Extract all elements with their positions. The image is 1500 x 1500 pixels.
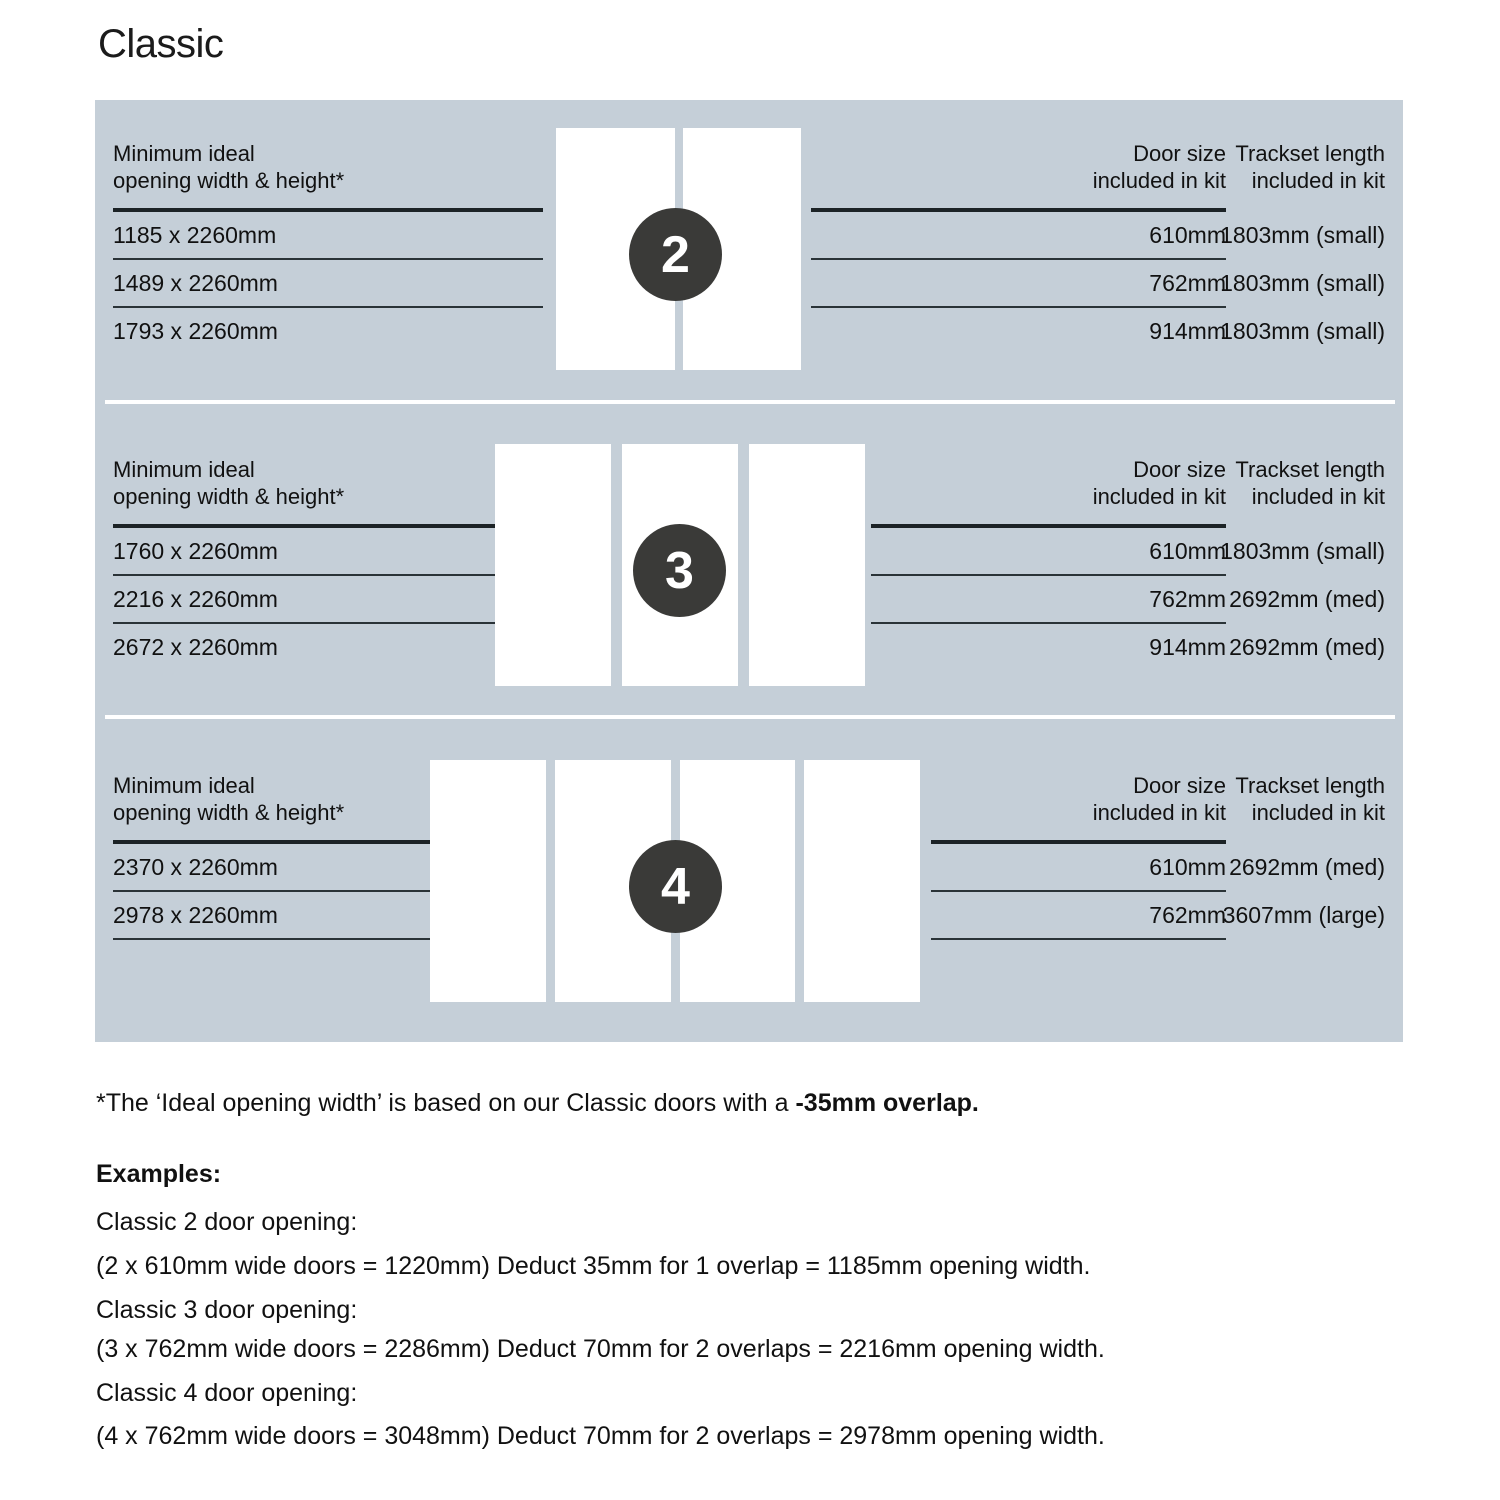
row-rule (113, 622, 498, 624)
cell-trackset: 1803mm (small) (1220, 222, 1385, 248)
cell-trackset: 1803mm (small) (1220, 538, 1385, 564)
door-panel (749, 444, 865, 686)
column-header-door-size: Door size included in kit (1092, 457, 1226, 509)
row-rule (811, 258, 1226, 260)
row-rule (113, 890, 433, 892)
cell-trackset: 2692mm (med) (1229, 854, 1385, 880)
door-count-badge-3: 3 (633, 524, 726, 617)
cell-opening: 2978 x 2260mm (113, 902, 278, 928)
page-title: Classic (98, 22, 224, 66)
cell-opening: 2672 x 2260mm (113, 634, 278, 660)
door-panel (495, 444, 611, 686)
specification-panel: Minimum ideal opening width & height* 11… (95, 100, 1403, 1042)
cell-trackset: 1803mm (small) (1220, 318, 1385, 344)
cell-trackset: 1803mm (small) (1220, 270, 1385, 296)
row-rule (931, 890, 1226, 892)
example-line: Classic 3 door opening: (96, 1296, 358, 1324)
opening-column-4: Minimum ideal opening width & height* 23… (113, 772, 433, 940)
row-rule (1185, 938, 1385, 940)
header-rule (871, 524, 1226, 528)
column-header-trackset: Trackset length included in kit (1235, 773, 1385, 825)
column-header-trackset: Trackset length included in kit (1235, 141, 1385, 193)
cell-opening: 1489 x 2260mm (113, 270, 278, 296)
example-line: Classic 2 door opening: (96, 1208, 358, 1236)
cell-opening: 2370 x 2260mm (113, 854, 278, 880)
cell-door-size: 610mm (1149, 854, 1226, 880)
row-rule (113, 306, 543, 308)
door-size-column-3: Door size included in kit 610mm 762mm 91… (871, 456, 1226, 670)
row-rule (113, 938, 433, 940)
header-rule (931, 840, 1226, 844)
section-3-door: Minimum ideal opening width & height* 17… (95, 416, 1403, 716)
row-rule (113, 258, 543, 260)
trackset-column-2: Trackset length included in kit 1803mm (… (1185, 140, 1385, 354)
header-rule (113, 208, 543, 212)
row-rule (113, 574, 498, 576)
example-line: (4 x 762mm wide doors = 3048mm) Deduct 7… (96, 1422, 1105, 1450)
cell-door-size: 762mm (1149, 902, 1226, 928)
overlap-footnote: *The ‘Ideal opening width’ is based on o… (96, 1088, 979, 1118)
row-rule (871, 622, 1226, 624)
section-divider (105, 715, 1395, 719)
door-size-column-4: Door size included in kit 610mm 762mm (931, 772, 1226, 940)
cell-opening: 1793 x 2260mm (113, 318, 278, 344)
row-rule (871, 574, 1226, 576)
cell-trackset: 2692mm (med) (1229, 586, 1385, 612)
example-line: Classic 4 door opening: (96, 1379, 358, 1407)
cell-door-size: 610mm (1149, 222, 1226, 248)
door-count-badge-4: 4 (629, 840, 722, 933)
column-header-door-size: Door size included in kit (1092, 141, 1226, 193)
cell-door-size: 914mm (1149, 634, 1226, 660)
header-rule (113, 524, 498, 528)
door-panel (804, 760, 920, 1002)
door-count-badge-2: 2 (629, 208, 722, 301)
cell-door-size: 914mm (1149, 318, 1226, 344)
footnote-emphasis: -35mm overlap. (795, 1089, 979, 1117)
cell-door-size: 762mm (1149, 270, 1226, 296)
cell-trackset: 2692mm (med) (1229, 634, 1385, 660)
cell-trackset: 3607mm (large) (1222, 902, 1385, 928)
trackset-column-4: Trackset length included in kit 2692mm (… (1185, 772, 1385, 940)
example-line: (2 x 610mm wide doors = 1220mm) Deduct 3… (96, 1252, 1091, 1280)
cell-opening: 1185 x 2260mm (113, 222, 277, 248)
section-4-door: Minimum ideal opening width & height* 23… (95, 732, 1403, 1032)
section-2-door: Minimum ideal opening width & height* 11… (95, 100, 1403, 400)
column-header-opening: Minimum ideal opening width & height* (113, 457, 345, 509)
row-rule (811, 306, 1226, 308)
cell-opening: 1760 x 2260mm (113, 538, 278, 564)
section-divider (105, 400, 1395, 404)
header-rule (113, 840, 433, 844)
cell-door-size: 610mm (1149, 538, 1226, 564)
cell-opening: 2216 x 2260mm (113, 586, 278, 612)
column-header-opening: Minimum ideal opening width & height* (113, 773, 345, 825)
door-panel (430, 760, 546, 1002)
column-header-trackset: Trackset length included in kit (1235, 457, 1385, 509)
example-line: (3 x 762mm wide doors = 2286mm) Deduct 7… (96, 1335, 1105, 1363)
examples-heading: Examples: (96, 1160, 222, 1188)
column-header-opening: Minimum ideal opening width & height* (113, 141, 345, 193)
row-rule (931, 938, 1226, 940)
footnote-prefix: *The ‘Ideal opening width’ is based on o… (96, 1089, 796, 1117)
opening-column-3: Minimum ideal opening width & height* 17… (113, 456, 498, 670)
cell-door-size: 762mm (1149, 586, 1226, 612)
header-rule (811, 208, 1226, 212)
door-size-column-2: Door size included in kit 610mm 762mm 91… (811, 140, 1226, 354)
trackset-column-3: Trackset length included in kit 1803mm (… (1185, 456, 1385, 670)
opening-column-2: Minimum ideal opening width & height* 11… (113, 140, 543, 354)
column-header-door-size: Door size included in kit (1092, 773, 1226, 825)
